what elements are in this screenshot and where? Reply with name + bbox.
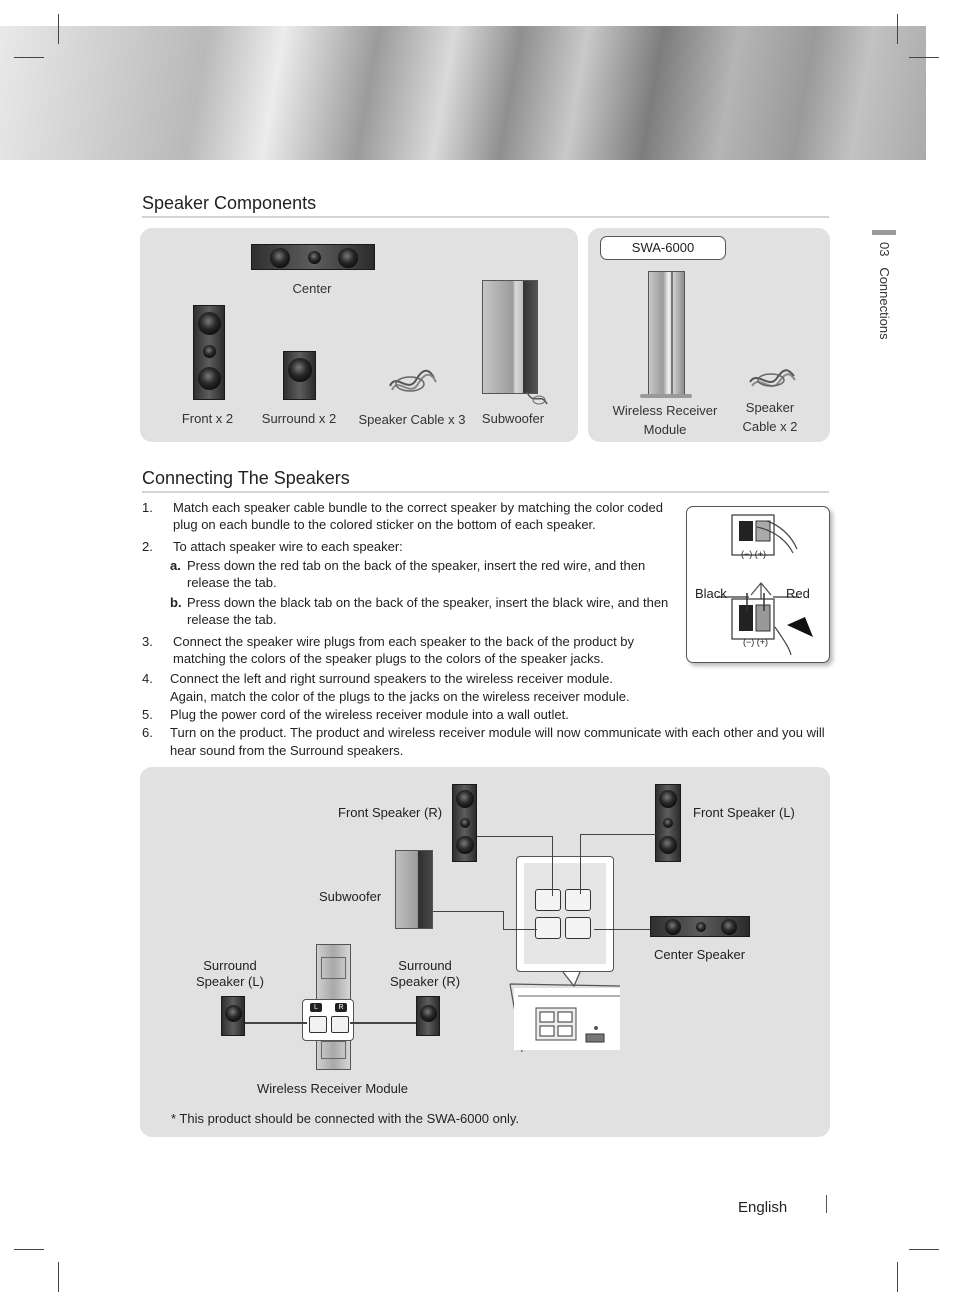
front-speaker-image [193,305,225,400]
wire-surround-l [245,1022,307,1024]
center-diagram-label: Center Speaker [654,947,746,962]
wire-front-r [552,836,554,896]
center-speaker-image [251,244,375,270]
surround-r-label: Surround Speaker (R) [390,958,461,989]
header-banner [0,26,926,160]
crop-mark [14,1249,44,1250]
front-label: Front x 2 [181,411,234,426]
black-label: Black [695,586,727,601]
wire-center [594,929,650,931]
front-l-label: Front Speaker (L) [693,805,795,820]
footer-language: English [738,1199,788,1216]
jack-r-label: R [335,1003,347,1012]
section-title-connecting: Connecting The Speakers [142,468,350,488]
crop-mark [58,14,59,44]
wire-front-r [477,836,553,838]
front-speaker-r-image [452,784,477,862]
crop-mark [909,1249,939,1250]
wire-subwoofer [503,929,537,931]
subwoofer-image [482,280,538,394]
diagram-subwoofer-image [395,850,433,929]
surround-l-label: Surround Speaker (L) [196,958,264,989]
surround-r-image [416,996,440,1036]
wireless-kit-panel [588,228,830,442]
product-jack-callout [516,856,614,972]
components-panel: Center Front x 2 Surround x 2 Speaker Ca… [140,228,578,442]
terminal-illustration [717,514,813,656]
section-title-components: Speaker Components [142,193,317,213]
wireless-module-image [648,271,685,395]
wireless-cable-icon [749,369,796,387]
wire-front-l [580,834,582,894]
wiring-inset: (−) (+) Black Red (−) (+) [686,506,830,663]
wireless-module-label: Wireless Receiver Module [612,403,718,437]
wire-surround-r [350,1022,416,1024]
model-badge: SWA-6000 [600,236,726,260]
wireless-cable-label: Speaker Cable x 2 [742,400,798,434]
surround-label: Surround x 2 [261,411,337,426]
crop-mark [897,14,898,44]
jack-l-label: L [310,1003,322,1012]
subwoofer-diagram-label: Subwoofer [319,889,382,904]
speaker-cable-icon [389,369,437,392]
product-rear-illustration [509,971,621,1053]
red-label: Red [786,586,810,601]
polarity-bottom: (−) (+) [743,637,769,647]
surround-speaker-image [283,351,316,400]
speaker-cable-label: Speaker Cable x 3 [358,412,466,427]
connection-diagram-panel [140,767,830,1137]
chapter-tab-bar [872,230,896,235]
crop-mark [58,1262,59,1292]
footnote: * This product should be connected with … [171,1111,520,1126]
section-rule [142,216,829,218]
center-label: Center [292,281,332,296]
wireless-jack-callout: L R [302,999,354,1041]
wire-subwoofer [503,911,505,929]
wireless-module-diagram-label: Wireless Receiver Module [257,1081,408,1096]
crop-mark [14,57,44,58]
footer-divider [826,1195,827,1213]
subwoofer-label: Subwoofer [481,411,545,426]
front-speaker-l-image [655,784,681,862]
chapter-label: Connections [877,267,892,340]
diagram-center-speaker-image [650,916,750,937]
wire-front-l [580,834,656,836]
crop-mark [909,57,939,58]
wireless-module-base [640,394,692,398]
section-rule [142,491,829,493]
wire-subwoofer [433,911,503,913]
chapter-tab: 03 Connections [872,242,896,372]
crop-mark [897,1262,898,1292]
chapter-number: 03 [877,242,892,257]
front-r-label: Front Speaker (R) [338,805,443,820]
surround-l-image [221,996,245,1036]
polarity-top: (−) (+) [741,549,767,559]
power-cord-icon [526,391,548,405]
